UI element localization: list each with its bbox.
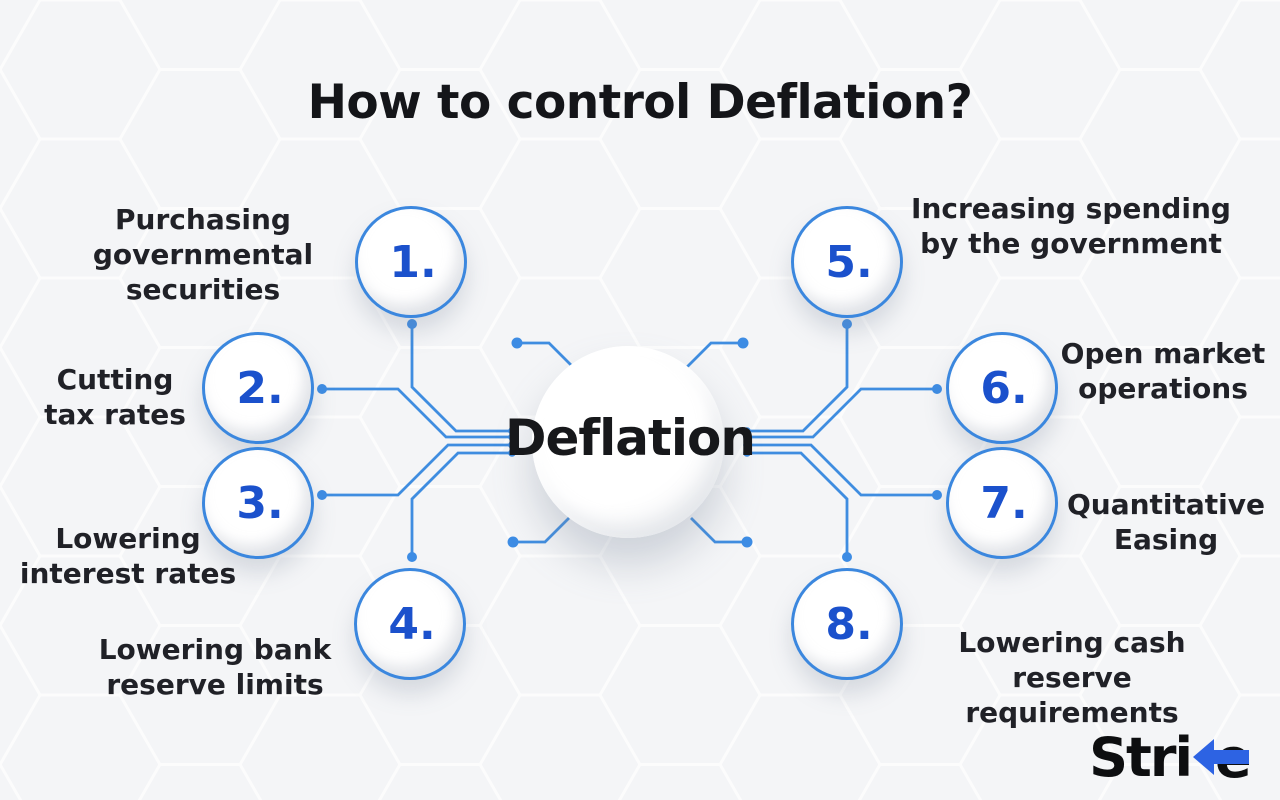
step-label-line: governmental	[92, 238, 314, 271]
step-circle-2: 2.	[202, 332, 314, 444]
step-label-2: Cutting tax rates	[5, 362, 225, 432]
stub-ne	[686, 341, 743, 368]
step-label-6: Open market operations	[1043, 336, 1280, 406]
step-label-line: securities	[125, 273, 281, 306]
connector-dots	[317, 319, 942, 562]
step-label-4: Lowering bank reserve limits	[85, 632, 345, 702]
step-circle-7: 7.	[946, 447, 1058, 559]
stub-sw	[513, 517, 570, 544]
step-number-5: 5.	[825, 236, 873, 288]
step-label-line: Increasing spending	[911, 192, 1231, 225]
step-label-line: interest rates	[19, 557, 237, 590]
step-label-line: by the government	[920, 227, 1222, 260]
connector-step-6	[747, 387, 937, 439]
step-circle-6: 6.	[946, 332, 1058, 444]
deflation-circle	[532, 346, 724, 538]
strike-arrow-icon	[1193, 739, 1249, 775]
infographic-title: How to control Deflation?	[307, 75, 973, 131]
step-label-8: Lowering cash reserve requirements	[902, 625, 1242, 730]
connector-step-2	[322, 387, 512, 439]
connector-step-1	[410, 324, 512, 433]
connector-step-8	[747, 451, 849, 557]
step-number-2: 2.	[236, 362, 284, 414]
step-label-line: operations	[1078, 372, 1248, 405]
step-label-3: Lowering interest rates	[8, 521, 248, 591]
strike-ke-mark: e	[1193, 730, 1252, 786]
step-label-line: Lowering	[55, 522, 201, 555]
step-label-line: reserve requirements	[965, 661, 1179, 729]
step-number-1: 1.	[389, 236, 437, 288]
step-label-line: Lowering bank	[98, 633, 332, 666]
step-circle-1: 1.	[355, 206, 467, 318]
step-number-7: 7.	[980, 477, 1028, 529]
step-label-7: Quantitative Easing	[1046, 487, 1280, 557]
step-label-line: Open market	[1060, 337, 1266, 370]
stub-se	[690, 517, 747, 544]
step-label-line: Purchasing	[115, 203, 291, 236]
step-label-line: Easing	[1113, 523, 1219, 556]
step-label-line: reserve limits	[106, 668, 324, 701]
step-number-3: 3.	[236, 477, 284, 529]
stub-nw	[517, 341, 574, 368]
step-label-line: tax rates	[44, 398, 186, 431]
step-circle-4: 4.	[354, 568, 466, 680]
connector-step-3	[322, 443, 512, 497]
step-label-line: Cutting	[56, 363, 174, 396]
step-number-8: 8.	[825, 598, 873, 650]
step-number-6: 6.	[980, 362, 1028, 414]
step-label-1: Purchasing governmental securities	[78, 202, 328, 307]
step-circle-8: 8.	[791, 568, 903, 680]
connector-step-7	[747, 443, 937, 497]
deflation-label: Deflation	[504, 409, 756, 467]
strike-logo: Stri e	[1089, 726, 1253, 789]
connector-step-4	[410, 451, 512, 557]
step-circle-5: 5.	[791, 206, 903, 318]
step-label-line: Quantitative	[1066, 488, 1266, 521]
step-circle-3: 3.	[202, 447, 314, 559]
connector-step-5	[747, 324, 849, 433]
step-number-4: 4.	[388, 598, 436, 650]
step-label-line: Lowering cash	[958, 626, 1186, 659]
step-label-5: Increasing spending by the government	[901, 191, 1241, 261]
strike-logo-text: Stri	[1089, 726, 1193, 789]
